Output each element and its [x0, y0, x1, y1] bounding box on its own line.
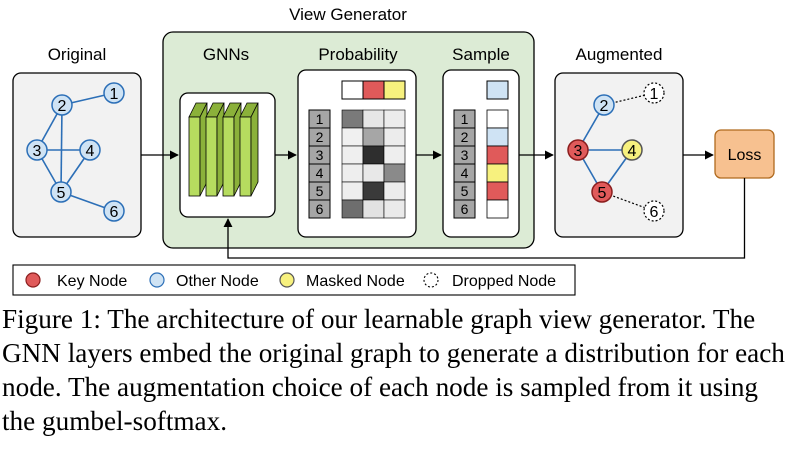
augmented-title: Augmented — [576, 45, 663, 64]
svg-text:2: 2 — [600, 98, 609, 115]
augmented-node: 1 — [643, 82, 665, 104]
svg-text:1: 1 — [316, 111, 324, 127]
legend-masked: Masked Node — [279, 272, 405, 290]
original-node: 6 — [103, 200, 125, 222]
svg-text:1: 1 — [110, 86, 119, 103]
architecture-diagram: View Generator Original 1 2 3 4 5 6 GNNs — [12, 5, 775, 296]
original-node: 3 — [26, 139, 48, 161]
svg-text:6: 6 — [650, 204, 659, 221]
probability-row-labels: 1 2 3 4 5 6 — [308, 109, 331, 219]
loss-label: Loss — [728, 147, 762, 164]
augmented-node: 5 — [591, 181, 613, 203]
sample-color-header — [486, 80, 509, 100]
augmented-node: 6 — [643, 200, 665, 222]
probability-matrix — [341, 109, 406, 219]
sample-row-labels: 1 2 3 4 5 6 — [453, 109, 476, 219]
svg-text:4: 4 — [628, 143, 637, 160]
svg-text:4: 4 — [86, 143, 95, 160]
view-generator-title: View Generator — [289, 5, 407, 24]
augmented-node: 3 — [567, 139, 589, 161]
augmented-node: 2 — [593, 94, 615, 116]
svg-text:6: 6 — [461, 201, 469, 217]
svg-text:2: 2 — [58, 98, 67, 115]
svg-text:3: 3 — [461, 147, 469, 163]
svg-text:Dropped Node: Dropped Node — [452, 273, 556, 290]
svg-text:3: 3 — [574, 143, 583, 160]
svg-text:4: 4 — [316, 165, 324, 181]
legend-dropped: Dropped Node — [423, 272, 556, 290]
svg-text:5: 5 — [598, 185, 607, 202]
svg-text:4: 4 — [461, 165, 469, 181]
original-node: 2 — [51, 94, 73, 116]
svg-text:6: 6 — [110, 204, 119, 221]
svg-text:3: 3 — [316, 147, 324, 163]
sample-column — [486, 109, 509, 219]
svg-text:5: 5 — [316, 183, 324, 199]
sample-title: Sample — [452, 45, 510, 64]
figure-caption: Figure 1: The architecture of our learna… — [2, 304, 785, 436]
flow-arrows — [141, 150, 746, 259]
svg-text:5: 5 — [461, 183, 469, 199]
svg-text:Masked Node: Masked Node — [306, 273, 405, 290]
svg-text:2: 2 — [316, 129, 324, 145]
gnn-layers — [188, 102, 259, 197]
probability-color-header — [341, 80, 406, 100]
original-node: 1 — [103, 82, 125, 104]
svg-text:5: 5 — [57, 185, 66, 202]
original-title: Original — [48, 45, 107, 64]
svg-text:2: 2 — [461, 129, 469, 145]
svg-text:1: 1 — [461, 111, 469, 127]
probability-title: Probability — [318, 45, 398, 64]
legend-other: Other Node — [149, 272, 259, 290]
svg-text:1: 1 — [650, 86, 659, 103]
augmented-node: 4 — [621, 139, 643, 161]
svg-text:3: 3 — [33, 143, 42, 160]
original-node: 5 — [50, 181, 72, 203]
original-node: 4 — [79, 139, 101, 161]
svg-text:Key Node: Key Node — [57, 273, 127, 290]
gnns-title: GNNs — [203, 45, 249, 64]
svg-text:Other Node: Other Node — [176, 273, 259, 290]
legend-key: Key Node — [25, 272, 127, 290]
svg-text:6: 6 — [316, 201, 324, 217]
